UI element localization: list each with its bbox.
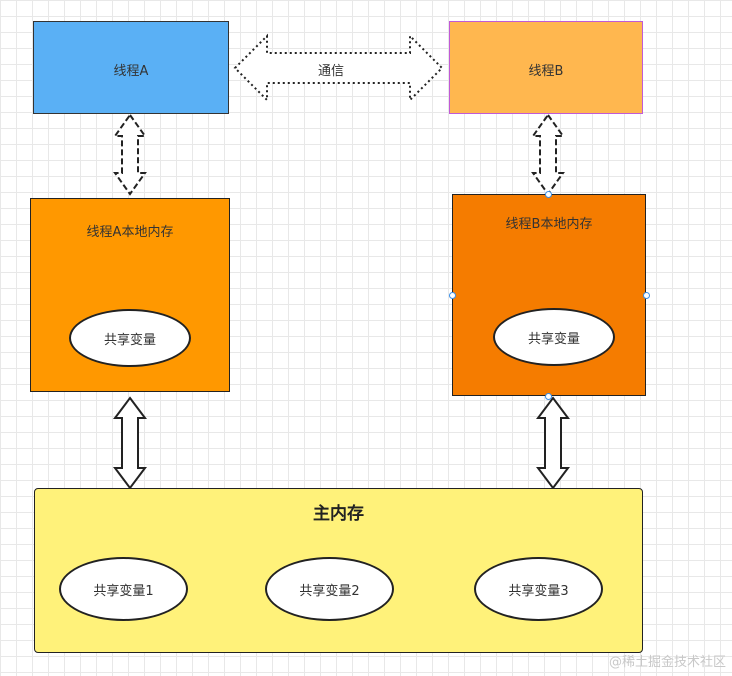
thread-b-label: 线程B (528, 64, 564, 79)
local-b-main-arrow (536, 396, 570, 490)
selection-handle-left[interactable] (449, 292, 456, 299)
thread-b-local-arrow (531, 113, 565, 196)
thread-a-label: 线程A (113, 64, 149, 79)
selection-handle-right[interactable] (643, 292, 650, 299)
thread-b-box[interactable]: 线程B (449, 21, 643, 114)
thread-b-local-memory-box[interactable]: 线程B本地内存 (452, 194, 646, 396)
communication-label: 通信 (318, 64, 345, 79)
selection-handle-top[interactable] (545, 191, 552, 198)
local-a-main-arrow (113, 396, 147, 490)
thread-a-shared-var[interactable]: 共享变量 (69, 309, 191, 367)
thread-a-box[interactable]: 线程A (33, 21, 229, 114)
main-memory-label: 主内存 (313, 504, 364, 524)
thread-a-local-memory-label: 线程A本地内存 (86, 225, 174, 240)
main-shared-var-1[interactable]: 共享变量1 (59, 557, 188, 621)
main-shared-var-3[interactable]: 共享变量3 (474, 557, 603, 621)
thread-b-shared-var[interactable]: 共享变量 (493, 308, 615, 366)
thread-a-local-arrow (113, 113, 147, 196)
selection-handle-bottom[interactable] (545, 393, 552, 400)
thread-b-local-memory-label: 线程B本地内存 (505, 217, 593, 232)
watermark: @稀土掘金技术社区 (608, 655, 726, 670)
communication-arrow (233, 33, 444, 103)
main-shared-var-2[interactable]: 共享变量2 (265, 557, 394, 621)
